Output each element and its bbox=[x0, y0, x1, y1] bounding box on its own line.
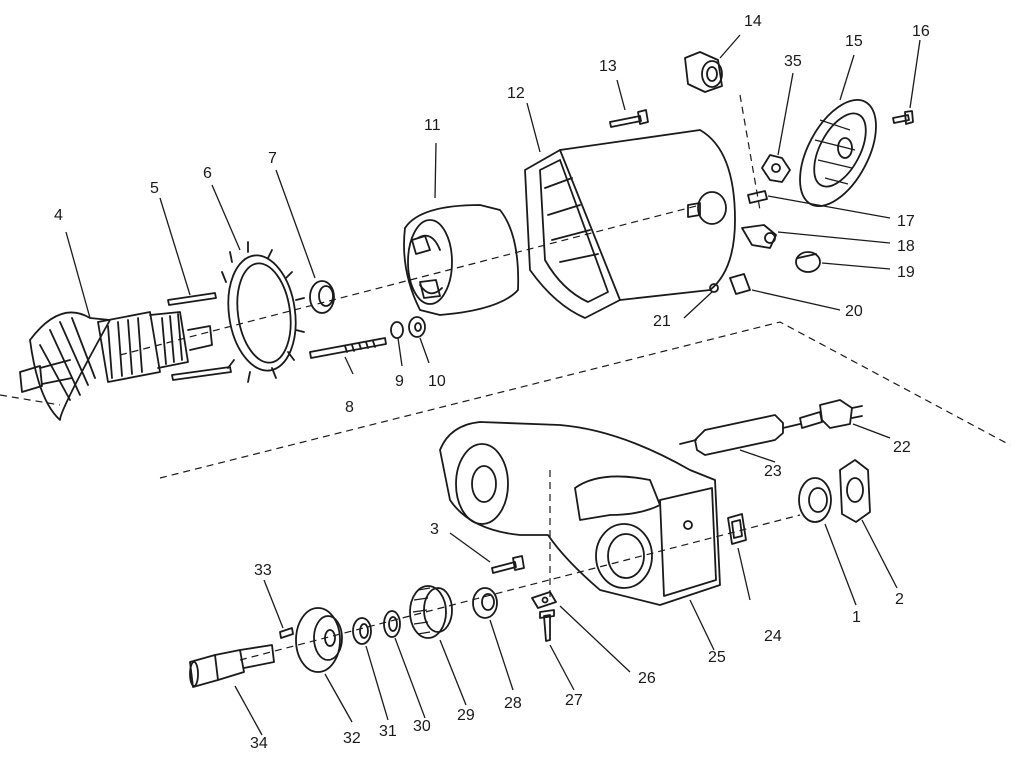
screw-part-27 bbox=[539, 609, 555, 642]
callout-2: 2 bbox=[895, 591, 904, 608]
retainer-plate-part-2 bbox=[839, 459, 871, 523]
rod-pair-part bbox=[167, 292, 232, 381]
callout-7: 7 bbox=[268, 150, 277, 167]
callout-12: 12 bbox=[507, 85, 525, 102]
armature-part bbox=[19, 311, 213, 421]
washer-part-31 bbox=[352, 617, 372, 645]
nut-part-10 bbox=[408, 316, 426, 338]
leader-lines bbox=[65, 34, 921, 736]
callout-35: 35 bbox=[784, 53, 802, 70]
spindle-part-34 bbox=[189, 644, 275, 688]
callout-10: 10 bbox=[428, 373, 446, 390]
through-bolt-part bbox=[309, 337, 387, 359]
callout-9: 9 bbox=[395, 373, 404, 390]
clamp-part-26 bbox=[531, 591, 557, 609]
gasket-part-24 bbox=[727, 513, 747, 545]
motor-housing-part bbox=[524, 129, 736, 319]
baffle-ring-part bbox=[221, 241, 305, 383]
callout-30: 30 bbox=[413, 718, 431, 735]
callout-24: 24 bbox=[764, 628, 782, 645]
callout-14: 14 bbox=[744, 13, 762, 30]
gear-housing-part bbox=[439, 421, 721, 606]
gear-part-29 bbox=[409, 585, 453, 639]
callout-26: 26 bbox=[638, 670, 656, 687]
callout-19: 19 bbox=[897, 264, 915, 281]
callout-23: 23 bbox=[764, 463, 782, 480]
screw-part-16 bbox=[892, 110, 914, 125]
callout-29: 29 bbox=[457, 707, 475, 724]
callout-15: 15 bbox=[845, 33, 863, 50]
key-part-33 bbox=[279, 627, 294, 639]
cord-plug-part bbox=[799, 399, 863, 429]
callout-22: 22 bbox=[893, 439, 911, 456]
callout-labels: 1 2 3 4 5 6 7 8 9 10 11 12 13 14 15 16 1… bbox=[54, 13, 930, 752]
callout-5: 5 bbox=[150, 180, 159, 197]
spring-part-17 bbox=[747, 190, 768, 204]
callout-1: 1 bbox=[852, 609, 861, 626]
cord-sleeve-part bbox=[679, 414, 801, 456]
callout-16: 16 bbox=[912, 23, 930, 40]
callout-18: 18 bbox=[897, 238, 915, 255]
bearing-part-7 bbox=[309, 280, 335, 314]
nut-part-21 bbox=[709, 283, 719, 293]
callout-27: 27 bbox=[565, 692, 583, 709]
stator-field-part bbox=[403, 204, 520, 316]
retaining-ring-part-30 bbox=[383, 610, 401, 638]
callout-8: 8 bbox=[345, 399, 354, 416]
callout-33: 33 bbox=[254, 562, 272, 579]
callout-17: 17 bbox=[897, 213, 915, 230]
end-cap-part bbox=[799, 98, 877, 208]
brush-part-20 bbox=[729, 273, 751, 295]
screw-part-13 bbox=[609, 109, 649, 128]
brush-holder-part-35 bbox=[761, 154, 791, 183]
bearing-part-32 bbox=[295, 607, 343, 673]
callout-13: 13 bbox=[599, 58, 617, 75]
callout-3: 3 bbox=[430, 521, 439, 538]
callout-21: 21 bbox=[653, 313, 671, 330]
brush-cap-part-19 bbox=[795, 251, 821, 273]
callout-31: 31 bbox=[379, 723, 397, 740]
bearing-part-1 bbox=[798, 477, 832, 523]
callout-32: 32 bbox=[343, 730, 361, 747]
callout-20: 20 bbox=[845, 303, 863, 320]
screw-part-3 bbox=[491, 555, 525, 574]
callout-6: 6 bbox=[203, 165, 212, 182]
callout-28: 28 bbox=[504, 695, 522, 712]
callout-11: 11 bbox=[424, 117, 441, 134]
assembly-centerlines bbox=[119, 94, 801, 661]
switch-part-14 bbox=[684, 51, 723, 93]
callout-4: 4 bbox=[54, 207, 63, 224]
callout-25: 25 bbox=[708, 649, 726, 666]
section-boundary bbox=[0, 321, 1011, 479]
washer-part-9 bbox=[390, 321, 404, 339]
bushing-part-28 bbox=[472, 587, 498, 619]
callout-34: 34 bbox=[250, 735, 268, 752]
brush-terminal-part-18 bbox=[741, 224, 777, 249]
